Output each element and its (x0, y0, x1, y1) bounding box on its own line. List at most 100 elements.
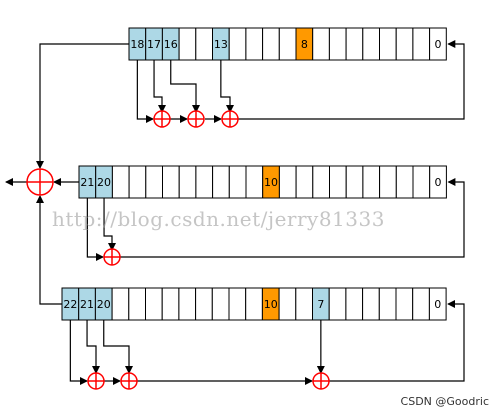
register-cell (211, 287, 230, 321)
register-cell (345, 287, 364, 321)
tap-20-wire (103, 320, 133, 374)
register-cell (312, 27, 330, 61)
register-cell (245, 165, 264, 199)
cell-box (312, 165, 330, 199)
tap-21-wire (86, 320, 100, 374)
register-cell (262, 27, 280, 61)
register-cell (412, 287, 430, 321)
cell-label: 7 (317, 298, 324, 311)
cell-box (395, 165, 414, 199)
cell-box (145, 287, 163, 321)
xor-gate-3b (120, 372, 138, 390)
cell-box (378, 287, 397, 321)
credit-text: CSDN @Goodric (400, 395, 489, 408)
register-cell (245, 27, 264, 61)
register-cell (328, 287, 347, 321)
cell-label: 20 (97, 298, 111, 311)
cell-label: 10 (264, 298, 278, 311)
register-cell: 0 (428, 287, 447, 321)
cell-box (428, 287, 447, 321)
cell-label: 0 (434, 38, 441, 51)
cell-box (345, 287, 364, 321)
cell-box (362, 27, 380, 61)
xor-gate-3a (87, 372, 105, 390)
register-cell: 21 (78, 287, 96, 321)
feedback-wire-3 (329, 300, 465, 382)
cell-box (195, 165, 214, 199)
cell-box (362, 165, 381, 199)
register-cell (228, 165, 247, 199)
register-cell (111, 287, 130, 321)
cell-box (245, 287, 263, 321)
cell-label: 13 (214, 38, 228, 51)
register-cell (345, 165, 364, 199)
cell-label: 16 (164, 38, 178, 51)
cell-box (312, 27, 330, 61)
register-cell: 7 (312, 287, 330, 321)
register-cell (111, 165, 130, 199)
register-cell: 10 (262, 165, 280, 199)
cell-box (161, 287, 180, 321)
register-cell (362, 287, 380, 321)
register-cell (278, 27, 297, 61)
cell-box (412, 165, 431, 199)
register-cell (329, 165, 347, 199)
feedback-wire-2 (120, 178, 465, 258)
tap-16-wire (170, 60, 200, 113)
register-cell (145, 287, 163, 321)
xor-gate-3c (312, 372, 330, 390)
tap-22-wire (69, 320, 88, 385)
tap-20-wire (103, 198, 116, 251)
register-cell: 21 (78, 165, 97, 199)
cell-box (328, 287, 347, 321)
xor-gate-1a (153, 110, 171, 128)
register-cell (128, 287, 147, 321)
register-cell (195, 27, 214, 61)
cell-box (329, 165, 347, 199)
tap-18-wire (136, 60, 154, 123)
cell-box (195, 287, 213, 321)
cell-label: 22 (63, 298, 77, 311)
cell-box (379, 165, 397, 199)
register-cell (128, 165, 147, 199)
cell-label: 0 (434, 298, 441, 311)
register-cell (395, 27, 414, 61)
register-cell: 22 (61, 287, 80, 321)
register-cell (278, 287, 297, 321)
cell-box (212, 165, 230, 199)
register-cell (228, 27, 247, 61)
register-cell (362, 165, 381, 199)
register-cell (379, 27, 397, 61)
register-cell (395, 165, 414, 199)
register-cell (162, 165, 180, 199)
register-cell: 13 (212, 27, 230, 61)
cell-box (178, 165, 197, 199)
cell-box (245, 27, 264, 61)
register-cell: 20 (95, 165, 113, 199)
register-cell (312, 165, 330, 199)
cell-box (328, 27, 347, 61)
cell-box (278, 165, 297, 199)
output-xor-gate (26, 168, 54, 196)
register-cell (178, 287, 197, 321)
cell-box (211, 287, 230, 321)
register-cell (295, 287, 313, 321)
cell-box (145, 165, 164, 199)
register-cell (379, 165, 397, 199)
cell-box (345, 27, 364, 61)
register-cell (178, 165, 197, 199)
cell-label: 20 (97, 176, 111, 189)
cell-box (412, 287, 430, 321)
wires (5, 40, 465, 385)
cell-box (245, 165, 264, 199)
cell-box (395, 27, 414, 61)
cell-label: 18 (130, 38, 144, 51)
cell-box (128, 287, 147, 321)
cell-box (429, 165, 447, 199)
cell-box (128, 165, 147, 199)
register-cell: 18 (128, 27, 147, 61)
register-cell (395, 287, 414, 321)
